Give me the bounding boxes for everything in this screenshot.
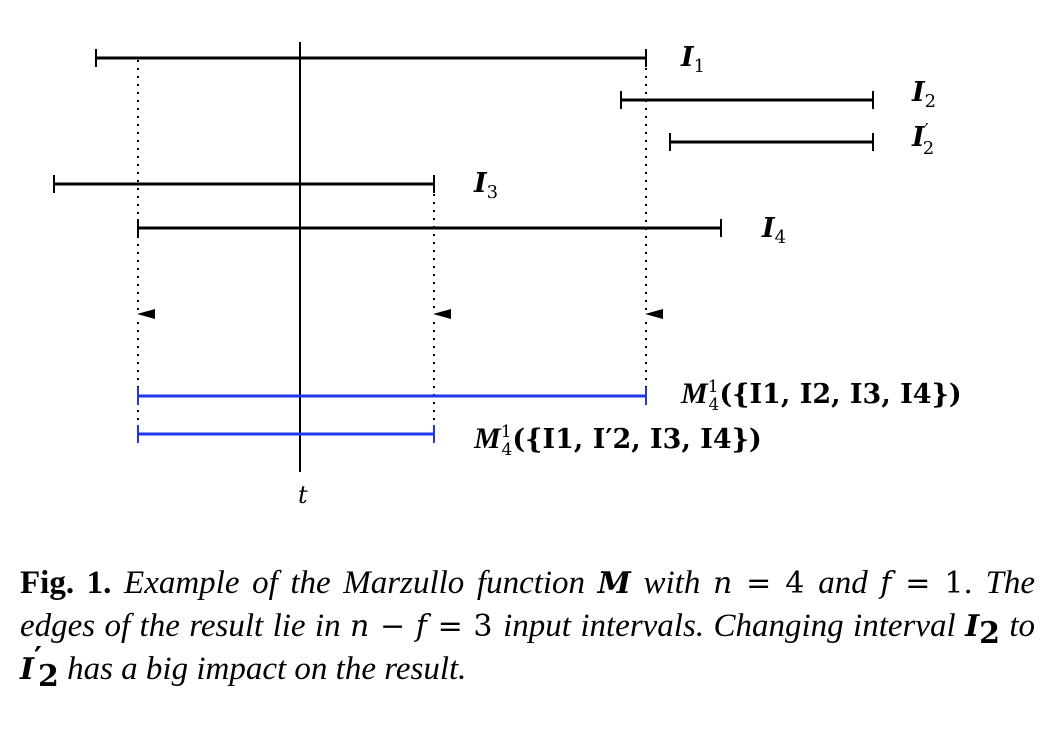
- interval-i4: [137, 219, 722, 237]
- caption-to: to: [1009, 608, 1036, 644]
- caption-func-symbol: M: [597, 566, 631, 601]
- caption-text-3b: has a big impact on the result.: [67, 651, 467, 687]
- caption-and: and: [818, 565, 868, 601]
- interval-i1: [95, 49, 647, 67]
- interval-i3: [53, 175, 435, 193]
- interval-label-i1: I1: [680, 42, 705, 77]
- interval-label-i2: I2: [911, 77, 936, 112]
- interval-label-i3: I3: [473, 168, 498, 203]
- caption-eq1: = 4: [732, 566, 819, 601]
- result-interval-1: [137, 387, 647, 405]
- interval-label-i4: I4: [761, 213, 786, 248]
- caption-n-2: n: [350, 609, 370, 644]
- marzullo-figure: t I1 I2 I′2 I3 I4: [53, 42, 962, 509]
- caption-f: f: [880, 566, 892, 601]
- caption-i2: I2: [965, 609, 1000, 651]
- caption-text-2a: The edges of the result lie in: [20, 565, 1036, 644]
- figure-caption: Fig. 1. Example of the Marzullo function…: [20, 562, 1036, 694]
- interval-i2: [620, 91, 874, 109]
- result-interval-2: [137, 425, 435, 443]
- caption-n: n: [712, 566, 733, 601]
- caption-text-1b: with: [643, 565, 701, 601]
- caption-text-2b: input intervals. Changing: [503, 608, 844, 644]
- caption-text-3a: interval: [853, 608, 956, 644]
- interval-label-i2-prime: I′2: [911, 120, 934, 159]
- caption-eq3: = 3: [426, 609, 504, 644]
- time-label: t: [298, 481, 308, 509]
- caption-minus: −: [369, 609, 416, 644]
- caption-eq2: = 1.: [891, 566, 973, 601]
- caption-text-1a: Example of the Marzullo function: [124, 565, 586, 601]
- interval-i2-prime: [669, 133, 874, 151]
- caption-f-2: f: [415, 609, 427, 644]
- caption-i2-prime: I′2: [20, 641, 59, 694]
- caption-label: Fig. 1.: [20, 565, 112, 601]
